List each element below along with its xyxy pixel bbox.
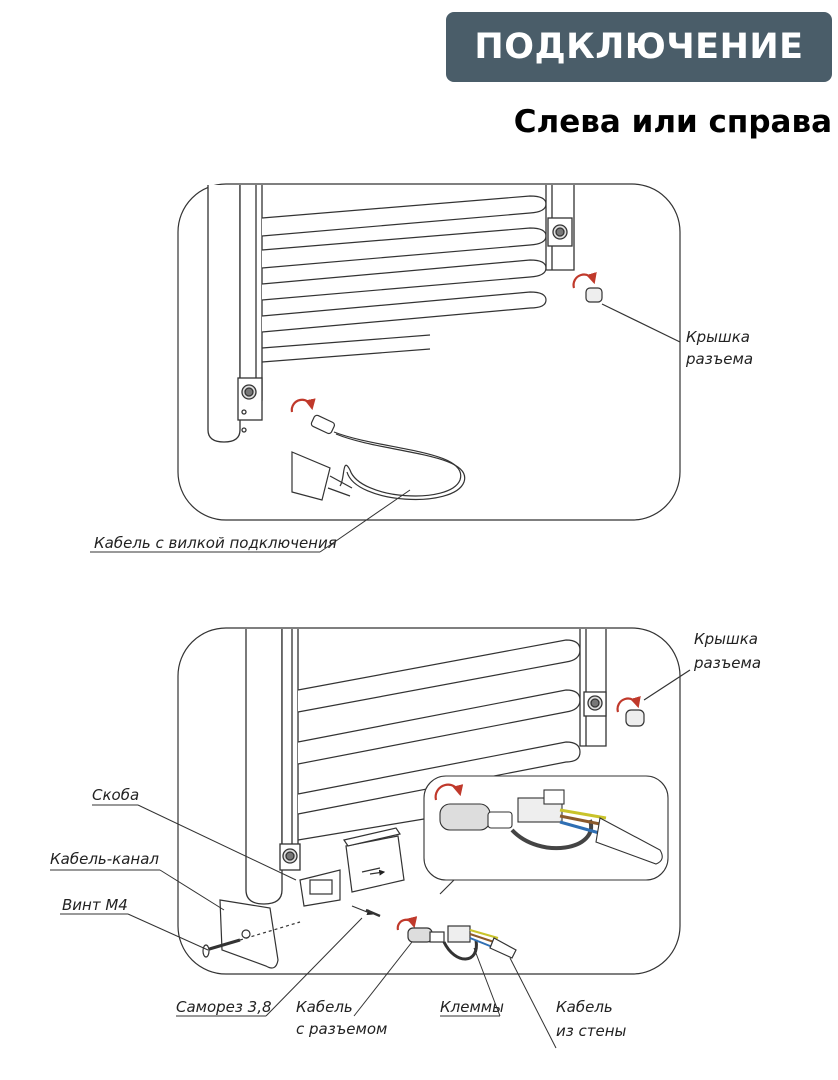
label-cap-line1: Крышка xyxy=(686,328,750,346)
leader-lines xyxy=(50,804,557,1049)
label-connector-cable-line1: Кабель xyxy=(296,998,353,1016)
connector-cable xyxy=(396,916,517,961)
rotate-arrow-icon xyxy=(290,398,316,413)
section-header-badge: ПОДКЛЮЧЕНИЕ xyxy=(446,12,832,82)
diagram-1-frame xyxy=(177,183,681,521)
label-cable-channel: Кабель-канал xyxy=(50,850,159,868)
diagram-2-frame xyxy=(177,627,681,975)
label-screw-m4: Винт М4 xyxy=(62,896,128,914)
bracket xyxy=(299,827,405,907)
label-connector-cable-line2: с разъемом xyxy=(296,1020,387,1038)
connector-cap xyxy=(572,271,681,343)
label-cap-line2: разъема xyxy=(685,350,753,368)
radiator-right-collector-2 xyxy=(579,629,607,747)
rotate-arrow-icon xyxy=(396,916,418,931)
radiator-left-collector-2 xyxy=(245,629,301,905)
label-cap-line2: разъема xyxy=(693,654,761,672)
rotate-arrow-icon xyxy=(572,271,597,289)
label-wall-cable-line2: из стены xyxy=(556,1022,627,1040)
rotate-arrow-icon xyxy=(616,695,641,713)
label-bracket: Скоба xyxy=(92,786,139,804)
radiator-right-collector xyxy=(545,185,575,271)
radiator-left-collector xyxy=(207,185,263,443)
section-subtitle: Слева или справа xyxy=(513,104,832,140)
label-wall-cable-line1: Кабель xyxy=(556,998,613,1016)
rotate-arrow-icon xyxy=(434,783,464,801)
diagram-2: Крышка разъема Скоба Кабель-канал Винт М… xyxy=(50,627,761,1049)
diagram-1: Крышка разъема Кабель с вилкой подключен… xyxy=(90,183,753,553)
label-cable-with-plug: Кабель с вилкой подключения xyxy=(94,534,337,552)
label-self-tapping-screw: Саморез 3,8 xyxy=(176,998,272,1016)
cable-channel xyxy=(219,899,279,969)
self-tapping-screw xyxy=(351,905,381,918)
label-terminals: Клеммы xyxy=(440,998,504,1016)
label-cap-line1: Крышка xyxy=(694,630,758,648)
connector-cap-2 xyxy=(616,669,691,727)
terminal-detail-inset xyxy=(423,775,669,895)
radiator-tubes xyxy=(261,195,547,363)
section-title: ПОДКЛЮЧЕНИЕ xyxy=(474,27,804,67)
cable-with-plug xyxy=(290,398,466,501)
